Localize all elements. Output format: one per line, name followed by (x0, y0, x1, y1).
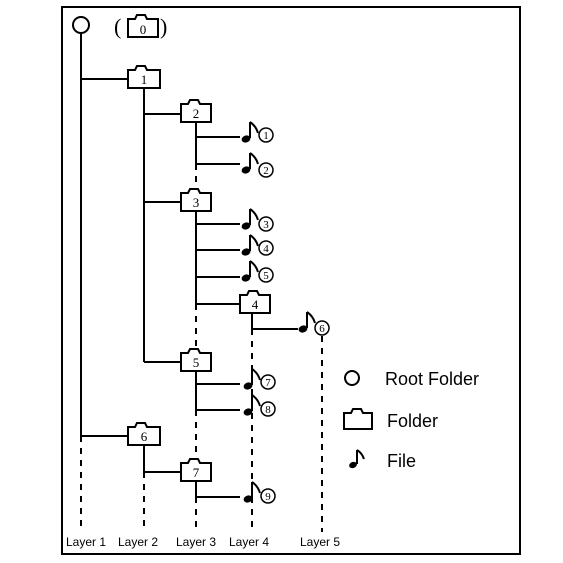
music-note-icon (243, 368, 261, 390)
music-note-icon (298, 311, 316, 333)
diagram-frame (61, 6, 521, 555)
folder-node: 2 (180, 99, 212, 123)
file-node: 6 (298, 311, 330, 336)
music-note-icon (241, 208, 259, 230)
folder-node: 7 (180, 458, 212, 482)
layer-label: Layer 3 (176, 535, 216, 549)
file-label: 3 (263, 219, 269, 231)
file-label: 5 (263, 270, 269, 282)
folder-node: 3 (180, 188, 212, 212)
music-note-icon (241, 260, 259, 282)
file-node: 5 (241, 260, 274, 283)
folder-icon (180, 99, 212, 123)
folder-icon (180, 348, 212, 372)
folder-label: 7 (193, 465, 200, 480)
music-note-icon (243, 394, 261, 416)
file-node: 9 (243, 481, 276, 504)
layer-labels: Layer 1 Layer 2 Layer 3 Layer 4 Layer 5 (66, 535, 340, 549)
legend-item-root: Root Folder (344, 369, 479, 389)
file-label: 1 (263, 130, 269, 142)
folder-icon (239, 290, 271, 314)
folder-icon (180, 188, 212, 212)
file-node: 3 (241, 208, 274, 232)
root-circle-icon (344, 370, 360, 386)
music-note-icon (241, 152, 259, 174)
file-label: 4 (263, 243, 269, 255)
folder-label: 1 (141, 72, 148, 87)
file-label: 6 (319, 323, 325, 335)
folder-label: 6 (141, 429, 148, 444)
root-folder-node: ( 0 ) (72, 14, 167, 39)
folder-icon (343, 408, 373, 430)
legend-label: Root Folder (385, 369, 479, 389)
folder-label: 4 (252, 297, 259, 312)
music-note-icon (241, 234, 259, 256)
svg-text:(: ( (114, 14, 121, 39)
folder-node: 4 (239, 290, 271, 314)
folder-node: 5 (180, 348, 212, 372)
layer-label: Layer 5 (300, 535, 340, 549)
folder-icon (127, 422, 161, 446)
folder-icon (180, 458, 212, 482)
music-note-icon (243, 481, 261, 503)
file-node: 4 (241, 234, 274, 256)
tree-connectors (80, 33, 298, 498)
file-label: 2 (263, 165, 269, 177)
svg-text:): ) (160, 14, 167, 39)
folder-label: 5 (193, 355, 200, 370)
file-node: 1 (241, 121, 274, 143)
file-node: 2 (241, 152, 274, 178)
folder-label: 3 (193, 195, 200, 210)
root-folder-label: 0 (140, 22, 147, 37)
folder-label: 2 (193, 106, 200, 121)
file-label: 7 (265, 377, 271, 389)
file-node: 8 (243, 394, 276, 417)
file-label: 8 (265, 404, 271, 416)
folder-node: 6 (127, 422, 161, 446)
root-folder-caption: ( 0 ) (114, 14, 167, 39)
music-note-icon (241, 121, 259, 143)
legend: Root Folder Folder File (343, 369, 479, 471)
file-node: 7 (243, 368, 276, 390)
folder-node: 1 (127, 65, 161, 89)
legend-item-folder: Folder (343, 408, 438, 431)
layer-label: Layer 1 (66, 535, 106, 549)
file-label: 9 (265, 491, 271, 503)
legend-label: Folder (387, 411, 438, 431)
music-note-icon (349, 449, 365, 469)
legend-item-file: File (349, 449, 416, 471)
legend-label: File (387, 451, 416, 471)
root-circle-icon (72, 16, 90, 34)
layer-label: Layer 2 (118, 535, 158, 549)
layer-label: Layer 4 (229, 535, 269, 549)
folder-icon (127, 65, 161, 89)
